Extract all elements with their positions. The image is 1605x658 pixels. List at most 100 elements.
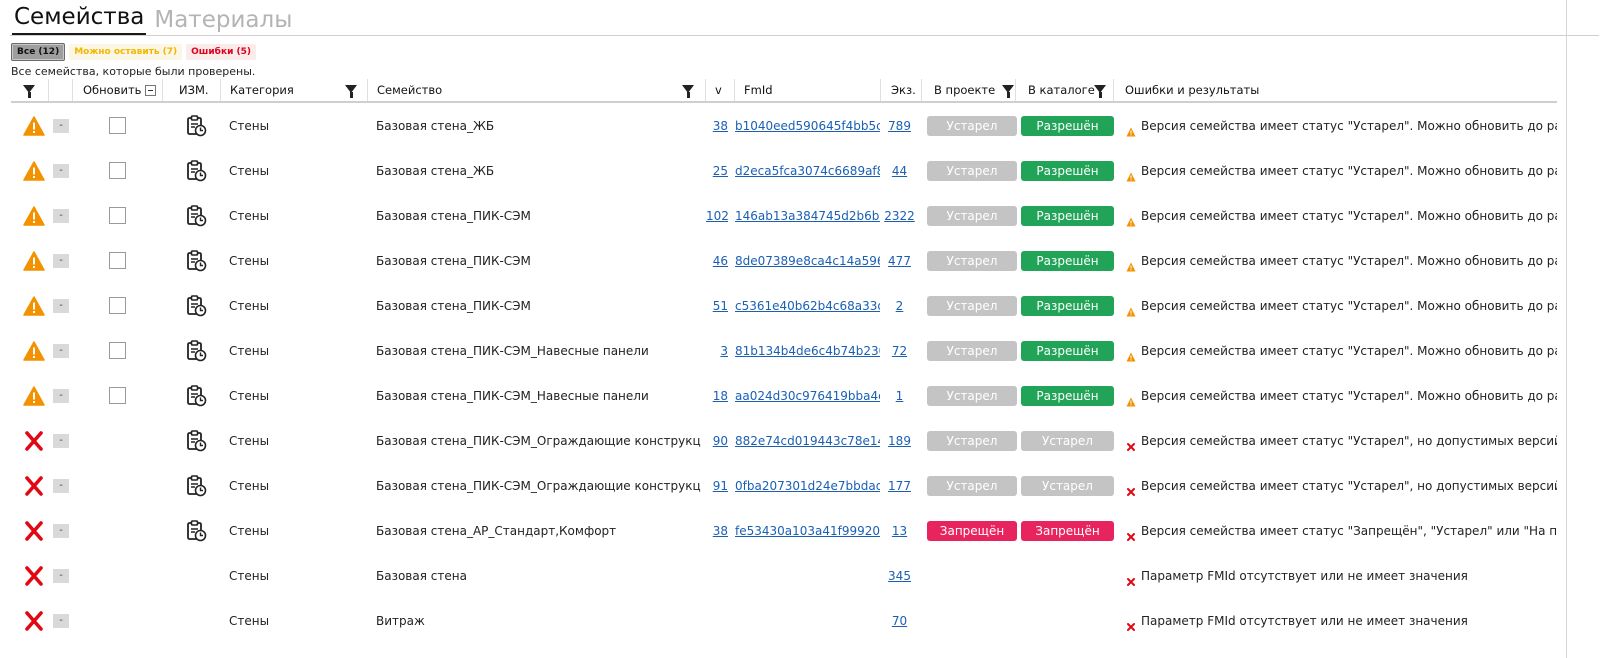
fmid-link[interactable]: aa024d30c976419bba4c539	[735, 389, 880, 403]
category-filter-icon[interactable]	[345, 85, 357, 98]
instances-link[interactable]: 477	[888, 254, 911, 268]
update-checkbox[interactable]	[109, 297, 126, 314]
result-message: Версия семейства имеет статус "Устарел",…	[1141, 479, 1557, 493]
clipboard-clock-icon[interactable]	[185, 205, 207, 227]
category-cell: Стены	[229, 209, 270, 223]
clipboard-clock-icon[interactable]	[185, 115, 207, 137]
header-results[interactable]: Ошибки и результаты	[1114, 79, 1557, 101]
version-link[interactable]: 46	[712, 254, 728, 268]
small-warning-icon	[1126, 122, 1136, 137]
filter-all-button[interactable]: Все (12)	[11, 43, 66, 61]
instances-link[interactable]: 1	[895, 389, 904, 403]
filter-errors-button[interactable]: Ошибки (5)	[186, 44, 256, 60]
filter-keep-button[interactable]: Можно оставить (7)	[69, 44, 183, 60]
expand-button[interactable]: -	[53, 254, 69, 268]
clipboard-clock-icon[interactable]	[185, 340, 207, 362]
version-link[interactable]: 3	[720, 344, 728, 358]
version-link[interactable]: 91	[712, 479, 728, 493]
fmid-link[interactable]: d2eca5fca3074c6689af8590	[735, 164, 880, 178]
version-link[interactable]: 102	[706, 209, 728, 223]
header-family[interactable]: Семейство	[368, 79, 706, 101]
expand-button[interactable]: -	[53, 434, 69, 448]
update-checkbox[interactable]	[109, 387, 126, 404]
header-update[interactable]: Обновить	[73, 79, 163, 101]
warning-icon	[23, 296, 45, 316]
header-in-catalog[interactable]: В каталоге	[1016, 79, 1114, 101]
fmid-link[interactable]: 81b134b4de6c4b74b230bd	[735, 344, 880, 358]
fmid-link[interactable]: 0fba207301d24e7bbdadc41	[735, 479, 880, 493]
header-ekz[interactable]: Экз.	[881, 79, 922, 101]
instances-link[interactable]: 345	[888, 569, 911, 583]
instances-link[interactable]: 44	[891, 164, 908, 178]
fmid-link[interactable]: c5361e40b62b4c68a33db20	[735, 299, 880, 313]
expand-button[interactable]: -	[53, 164, 69, 178]
version-link[interactable]: 51	[712, 299, 728, 313]
update-checkbox[interactable]	[109, 117, 126, 134]
expand-button[interactable]: -	[53, 209, 69, 223]
fmid-link[interactable]: 8de07389e8ca4c14a59639a	[735, 254, 880, 268]
expand-button[interactable]: -	[53, 389, 69, 403]
project-filter-icon[interactable]	[1002, 85, 1014, 98]
family-filter-icon[interactable]	[682, 85, 694, 98]
instances-link[interactable]: 2	[895, 299, 904, 313]
version-link[interactable]: 90	[712, 434, 728, 448]
expand-button[interactable]: -	[53, 299, 69, 313]
filter-funnel-icon[interactable]	[23, 85, 35, 98]
clipboard-clock-icon[interactable]	[185, 520, 207, 542]
instances-link[interactable]: 189	[888, 434, 911, 448]
fmid-link[interactable]: b1040eed590645f4bb5c45d	[735, 119, 880, 133]
update-checkbox[interactable]	[109, 162, 126, 179]
header-v[interactable]: v	[706, 79, 735, 101]
update-checkbox[interactable]	[109, 207, 126, 224]
expand-button[interactable]: -	[53, 479, 69, 493]
select-all-checkbox[interactable]	[145, 85, 157, 96]
tab-families[interactable]: Семейства	[12, 1, 147, 36]
expand-button[interactable]: -	[53, 344, 69, 358]
header-fmid[interactable]: FmId	[735, 79, 881, 101]
header-in-project[interactable]: В проекте	[922, 79, 1016, 101]
header-category[interactable]: Категория	[221, 79, 368, 101]
version-link[interactable]: 25	[712, 164, 728, 178]
expand-button[interactable]: -	[53, 614, 69, 628]
expand-button[interactable]: -	[53, 569, 69, 583]
instances-link[interactable]: 70	[891, 614, 908, 628]
instances-link[interactable]: 2322	[884, 209, 915, 223]
expand-button[interactable]: -	[53, 119, 69, 133]
catalog-filter-icon[interactable]	[1094, 85, 1106, 98]
version-link[interactable]: 18	[712, 389, 728, 403]
instances-link[interactable]: 13	[891, 524, 908, 538]
clipboard-clock-icon[interactable]	[185, 475, 207, 497]
version-link[interactable]: 38	[712, 119, 728, 133]
clipboard-clock-icon[interactable]	[185, 250, 207, 272]
version-link[interactable]: 38	[712, 524, 728, 538]
clipboard-clock-icon[interactable]	[185, 430, 207, 452]
fmid-link[interactable]: fe53430a103a41f999208f08	[735, 524, 880, 538]
update-checkbox[interactable]	[109, 252, 126, 269]
clipboard-clock-icon[interactable]	[185, 295, 207, 317]
header-izm[interactable]: ИЗМ.	[173, 79, 221, 101]
category-cell: Стены	[229, 299, 270, 313]
header-status[interactable]	[11, 79, 49, 101]
update-checkbox[interactable]	[109, 342, 126, 359]
fmid-link[interactable]: 146ab13a384745d2b6bb55e	[735, 209, 880, 223]
clipboard-clock-icon[interactable]	[185, 160, 207, 182]
clipboard-clock-icon[interactable]	[185, 385, 207, 407]
instances-link[interactable]: 72	[891, 344, 908, 358]
fmid-link[interactable]: 882e74cd019443c78e148cc	[735, 434, 880, 448]
tab-materials[interactable]: Материалы	[154, 7, 293, 33]
instances-link[interactable]: 177	[888, 479, 911, 493]
instances-link[interactable]: 789	[888, 119, 911, 133]
expand-button[interactable]: -	[53, 524, 69, 538]
